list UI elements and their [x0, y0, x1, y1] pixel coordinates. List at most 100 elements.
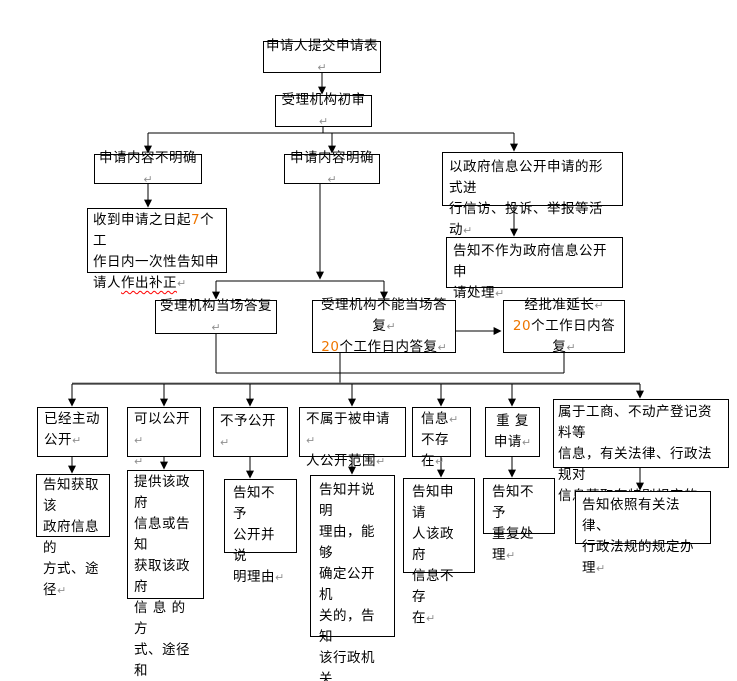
text-line: 行信访、投诉、举报等活动↵ — [449, 201, 603, 238]
text-line: 关的，告知 — [319, 608, 375, 645]
text-line: 信 息 的 方 — [134, 600, 191, 637]
node-inform-refusal-reason: 告知不予公开并说明理由↵ — [224, 479, 297, 585]
node-info-not-exist: 信息↵ 不存在↵ — [412, 407, 471, 469]
paragraph-mark: ↵ — [211, 321, 221, 334]
text-line: 申请内容不明确↵ — [99, 150, 197, 186]
text-line: 申请↵ — [493, 434, 532, 450]
node-cannot-reply-onspot: 受理机构不能当场答复↵ 20个工作日内答复↵ — [312, 297, 456, 355]
node-content-clear: 申请内容明确↵ — [284, 150, 380, 186]
paragraph-mark: ↵ — [594, 299, 604, 312]
text-line: 已经主动 — [44, 411, 100, 427]
text-line: ↵ — [134, 451, 194, 472]
paragraph-mark: ↵ — [463, 224, 473, 237]
text-line: 请处理↵ — [453, 285, 505, 301]
node-reply-onspot: 受理机构当场答复↵ — [155, 298, 277, 334]
text-line: 告知依照有关法律、 — [582, 497, 680, 534]
paragraph-mark: ↵ — [306, 434, 316, 447]
paragraph-mark: ↵ — [134, 434, 144, 447]
text-line: 告知不予 — [492, 484, 534, 521]
node-content-unclear: 申请内容不明确↵ — [94, 150, 202, 186]
text-line: 以政府信息公开申请的形式进 — [449, 159, 603, 196]
paragraph-mark: ↵ — [506, 549, 516, 562]
text-line: 方式、途径↵ — [43, 561, 99, 598]
paragraph-mark: ↵ — [596, 562, 606, 575]
text-line: 告知获取该 — [43, 477, 99, 514]
paragraph-mark: ↵ — [437, 341, 447, 354]
paragraph-mark: ↵ — [449, 413, 459, 426]
text-line: 人该政府 — [412, 526, 454, 563]
paragraph-mark: ↵ — [220, 436, 230, 449]
text-line: 理由，能够 — [319, 524, 375, 561]
paragraph-mark: ↵ — [435, 455, 445, 468]
text-line: 告知不予 — [233, 485, 275, 522]
paragraph-mark: ↵ — [72, 434, 82, 447]
text-line: 请人作出补正↵ — [93, 275, 187, 291]
text-line: 信息或告知 — [134, 516, 190, 553]
paragraph-mark: ↵ — [327, 173, 337, 186]
paragraph-mark: ↵ — [426, 612, 436, 625]
node-repeated-application: 重 复申请↵ — [485, 407, 540, 457]
text-line: 行政法规的规定办理↵ — [582, 539, 694, 576]
text-line: 该行政机关 — [319, 650, 375, 681]
node-initial-review: 受理机构初审↵ — [275, 92, 372, 128]
node-inform-access-way: 告知获取该政府信息的方式、途径↵ — [36, 474, 110, 598]
node-inform-not-exist: 告知申请人该政府信息不存在↵ — [403, 478, 475, 626]
node-not-in-scope: 不属于被申请↵人公开范围↵ — [299, 407, 406, 469]
node-inform-no-repeat: 告知不予重复处理↵ — [483, 478, 555, 563]
text-line: 公开并说 — [233, 527, 275, 564]
paragraph-mark: ↵ — [57, 584, 67, 597]
paragraph-mark: ↵ — [275, 571, 285, 584]
text-line: 可以公开↵ — [134, 411, 190, 447]
node-submit-application: 申请人提交申请表↵ — [263, 38, 381, 74]
paragraph-mark: ↵ — [134, 455, 144, 468]
text-line: 20个工作日内答复↵ — [321, 339, 447, 355]
text-line: 政府信息的 — [43, 519, 99, 556]
text-line: 受理机构不能当场答复↵ — [321, 297, 447, 334]
text-line: 不予公开↵ — [220, 413, 276, 449]
paragraph-mark: ↵ — [376, 455, 386, 468]
text-line: 信息，有关法律、行政法规对 — [558, 446, 712, 483]
node-not-to-disclose: 不予公开↵ — [213, 407, 288, 457]
text-line: 信息不存 — [412, 568, 454, 605]
text-line: 告知并说明 — [319, 482, 375, 519]
text-line: 不存在↵ — [421, 432, 449, 469]
text-line: 明理由↵ — [233, 569, 285, 585]
node-already-public: 已经主动公开↵ — [37, 407, 108, 457]
text-line: 告知申请 — [412, 484, 454, 521]
paragraph-mark: ↵ — [177, 277, 187, 290]
text-line: 在↵ — [412, 610, 436, 626]
node-approved-extension: 经批准延长↵ 20个工作日内答复↵ — [503, 297, 625, 355]
paragraph-mark: ↵ — [318, 115, 329, 128]
text-line: 申请人提交申请表↵ — [266, 38, 378, 74]
text-line: 重 复 — [496, 413, 529, 429]
text-line: 经批准延长↵ — [524, 297, 604, 313]
text-line: 受理机构当场答复↵ — [160, 298, 272, 334]
node-petition-activity: 以政府信息公开申请的形式进行信访、投诉、举报等活动↵ — [442, 152, 623, 238]
node-notify-supplement: 收到申请之日起7个工作日内一次性告知申请人作出补正↵ — [87, 208, 227, 291]
node-handle-by-law: 告知依照有关法律、行政法规的规定办理↵ — [575, 491, 711, 576]
paragraph-mark: ↵ — [386, 320, 396, 333]
paragraph-mark: ↵ — [521, 436, 532, 449]
text-line: 重复处理↵ — [492, 526, 534, 563]
paragraph-mark: ↵ — [566, 341, 576, 354]
text-line: 确定公开机 — [319, 566, 375, 603]
text-line: 信息↵ — [421, 411, 459, 427]
paragraph-mark: ↵ — [143, 173, 153, 186]
text-line: 申请内容明确↵ — [290, 150, 374, 186]
text-line: 20个工作日内答复↵ — [512, 318, 616, 355]
text-line: 作日内一次性告知申 — [93, 254, 219, 270]
text-line: 属于工商、不动产登记资料等 — [558, 404, 712, 441]
text-line: 告知不作为政府信息公开申 — [453, 243, 607, 280]
paragraph-mark: ↵ — [495, 287, 505, 300]
text-line: 收到申请之日起7个工 — [93, 212, 215, 249]
text-line: 式、途径和 — [134, 642, 190, 679]
node-can-be-public: 可以公开↵↵ — [127, 407, 201, 468]
text-line: 获取该政府 — [134, 558, 190, 595]
paragraph-mark: ↵ — [317, 61, 327, 74]
text-line: 不属于被申请↵ — [306, 411, 390, 447]
text-line: 提供该政府 — [134, 474, 190, 511]
